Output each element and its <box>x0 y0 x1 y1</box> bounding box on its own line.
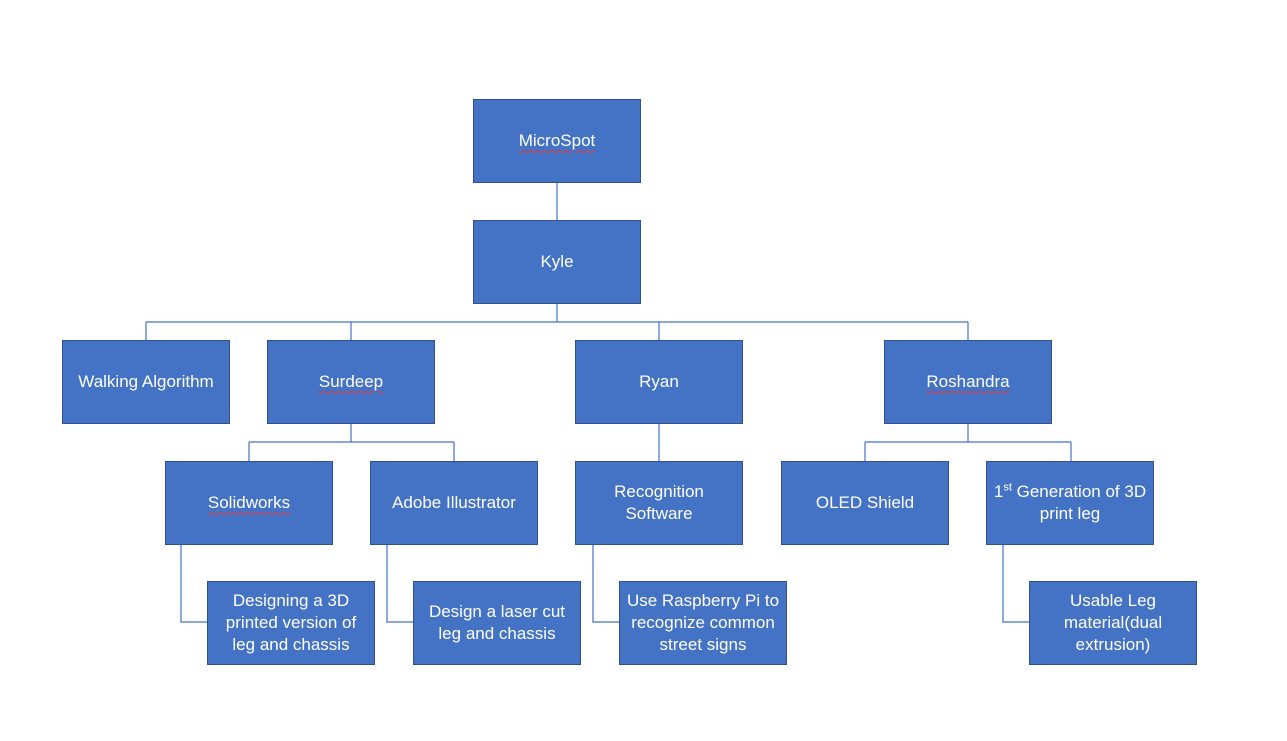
node-kyle-label: Kyle <box>540 252 574 271</box>
first-gen-prefix: 1 <box>993 482 1004 501</box>
node-roshandra: Roshandra <box>884 340 1052 424</box>
node-walking-algorithm-label: Walking Algorithm <box>78 372 214 391</box>
node-walking-algorithm: Walking Algorithm <box>62 340 230 424</box>
node-laser-cut-label: Design a laser cut leg and chassis <box>428 602 566 643</box>
node-surdeep-label: Surdeep <box>318 372 384 391</box>
connector-recognition-raspberry <box>592 544 619 623</box>
node-designing-3d-label: Designing a 3D printed version of leg an… <box>225 591 357 654</box>
node-ryan-label: Ryan <box>639 372 679 391</box>
node-microspot: MicroSpot <box>473 99 641 183</box>
first-gen-rest: Generation of 3D print leg <box>1011 482 1147 523</box>
node-adobe-illustrator: Adobe Illustrator <box>370 461 538 545</box>
node-solidworks-label: Solidworks <box>207 493 291 512</box>
node-designing-3d: Designing a 3D printed version of leg an… <box>207 581 375 665</box>
first-gen-superscript: st <box>1003 481 1012 494</box>
connector-solidworks-designing <box>180 544 207 623</box>
connector-illustrator-laser <box>386 544 413 623</box>
node-raspberry-pi: Use Raspberry Pi to recognize common str… <box>619 581 787 665</box>
connector-firstgen-usable <box>1002 544 1029 623</box>
node-first-generation-leg-label: 1st Generation of 3D print leg <box>993 481 1147 525</box>
node-surdeep: Surdeep <box>267 340 435 424</box>
node-recognition-software-label: Recognition Software <box>614 482 704 523</box>
node-roshandra-label: Roshandra <box>926 372 1010 391</box>
node-first-generation-leg: 1st Generation of 3D print leg <box>986 461 1154 545</box>
node-laser-cut: Design a laser cut leg and chassis <box>413 581 581 665</box>
node-oled-shield: OLED Shield <box>781 461 949 545</box>
node-usable-leg-label: Usable Leg material(dual extrusion) <box>1063 591 1163 654</box>
node-raspberry-pi-label: Use Raspberry Pi to recognize common str… <box>626 591 780 654</box>
node-usable-leg: Usable Leg material(dual extrusion) <box>1029 581 1197 665</box>
node-adobe-illustrator-label: Adobe Illustrator <box>392 493 516 512</box>
node-ryan: Ryan <box>575 340 743 424</box>
node-solidworks: Solidworks <box>165 461 333 545</box>
node-recognition-software: Recognition Software <box>575 461 743 545</box>
node-microspot-label: MicroSpot <box>518 131 596 150</box>
node-oled-shield-label: OLED Shield <box>815 493 915 512</box>
node-kyle: Kyle <box>473 220 641 304</box>
